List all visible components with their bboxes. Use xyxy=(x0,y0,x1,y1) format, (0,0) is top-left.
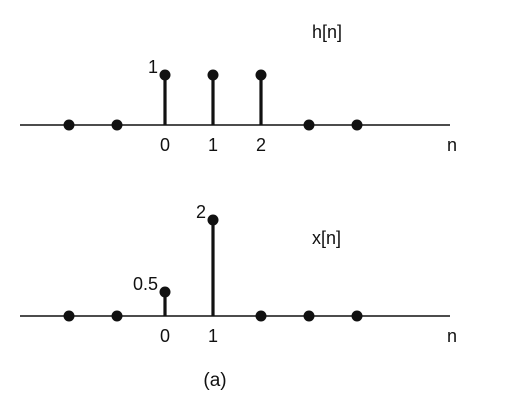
stem-marker-n0 xyxy=(159,69,171,81)
tick-label-2: 2 xyxy=(256,135,266,155)
stem-plot-x: n x[n] 0 1 0.5 2 xyxy=(20,202,457,346)
series-label: h[n] xyxy=(312,22,342,42)
tick-label-1: 1 xyxy=(208,135,218,155)
stem-marker-n2 xyxy=(255,310,267,322)
stem-marker-n4 xyxy=(351,310,363,322)
series-label: x[n] xyxy=(312,228,341,248)
stem-marker-n0 xyxy=(159,286,171,298)
axis-label-n: n xyxy=(447,326,457,346)
stem-marker-n3 xyxy=(303,119,315,131)
stem-marker-n1 xyxy=(207,69,219,81)
stem-marker-n-1 xyxy=(111,119,123,131)
stem-marker-n2 xyxy=(255,69,267,81)
stem-marker-n3 xyxy=(303,310,315,322)
value-label-1: 1 xyxy=(148,57,158,77)
stem-marker-n-2 xyxy=(63,310,75,322)
tick-label-0: 0 xyxy=(160,326,170,346)
value-label-0-5: 0.5 xyxy=(133,274,158,294)
axis-label-n: n xyxy=(447,135,457,155)
stem-marker-n-2 xyxy=(63,119,75,131)
stem-marker-n4 xyxy=(351,119,363,131)
tick-label-1: 1 xyxy=(208,326,218,346)
stem-marker-n1 xyxy=(207,214,219,226)
value-label-2: 2 xyxy=(196,202,206,222)
figure-caption: (a) xyxy=(203,370,227,391)
stem-marker-n-1 xyxy=(111,310,123,322)
stem-plot-h: n h[n] 0 1 2 1 xyxy=(20,22,457,155)
tick-label-0: 0 xyxy=(160,135,170,155)
